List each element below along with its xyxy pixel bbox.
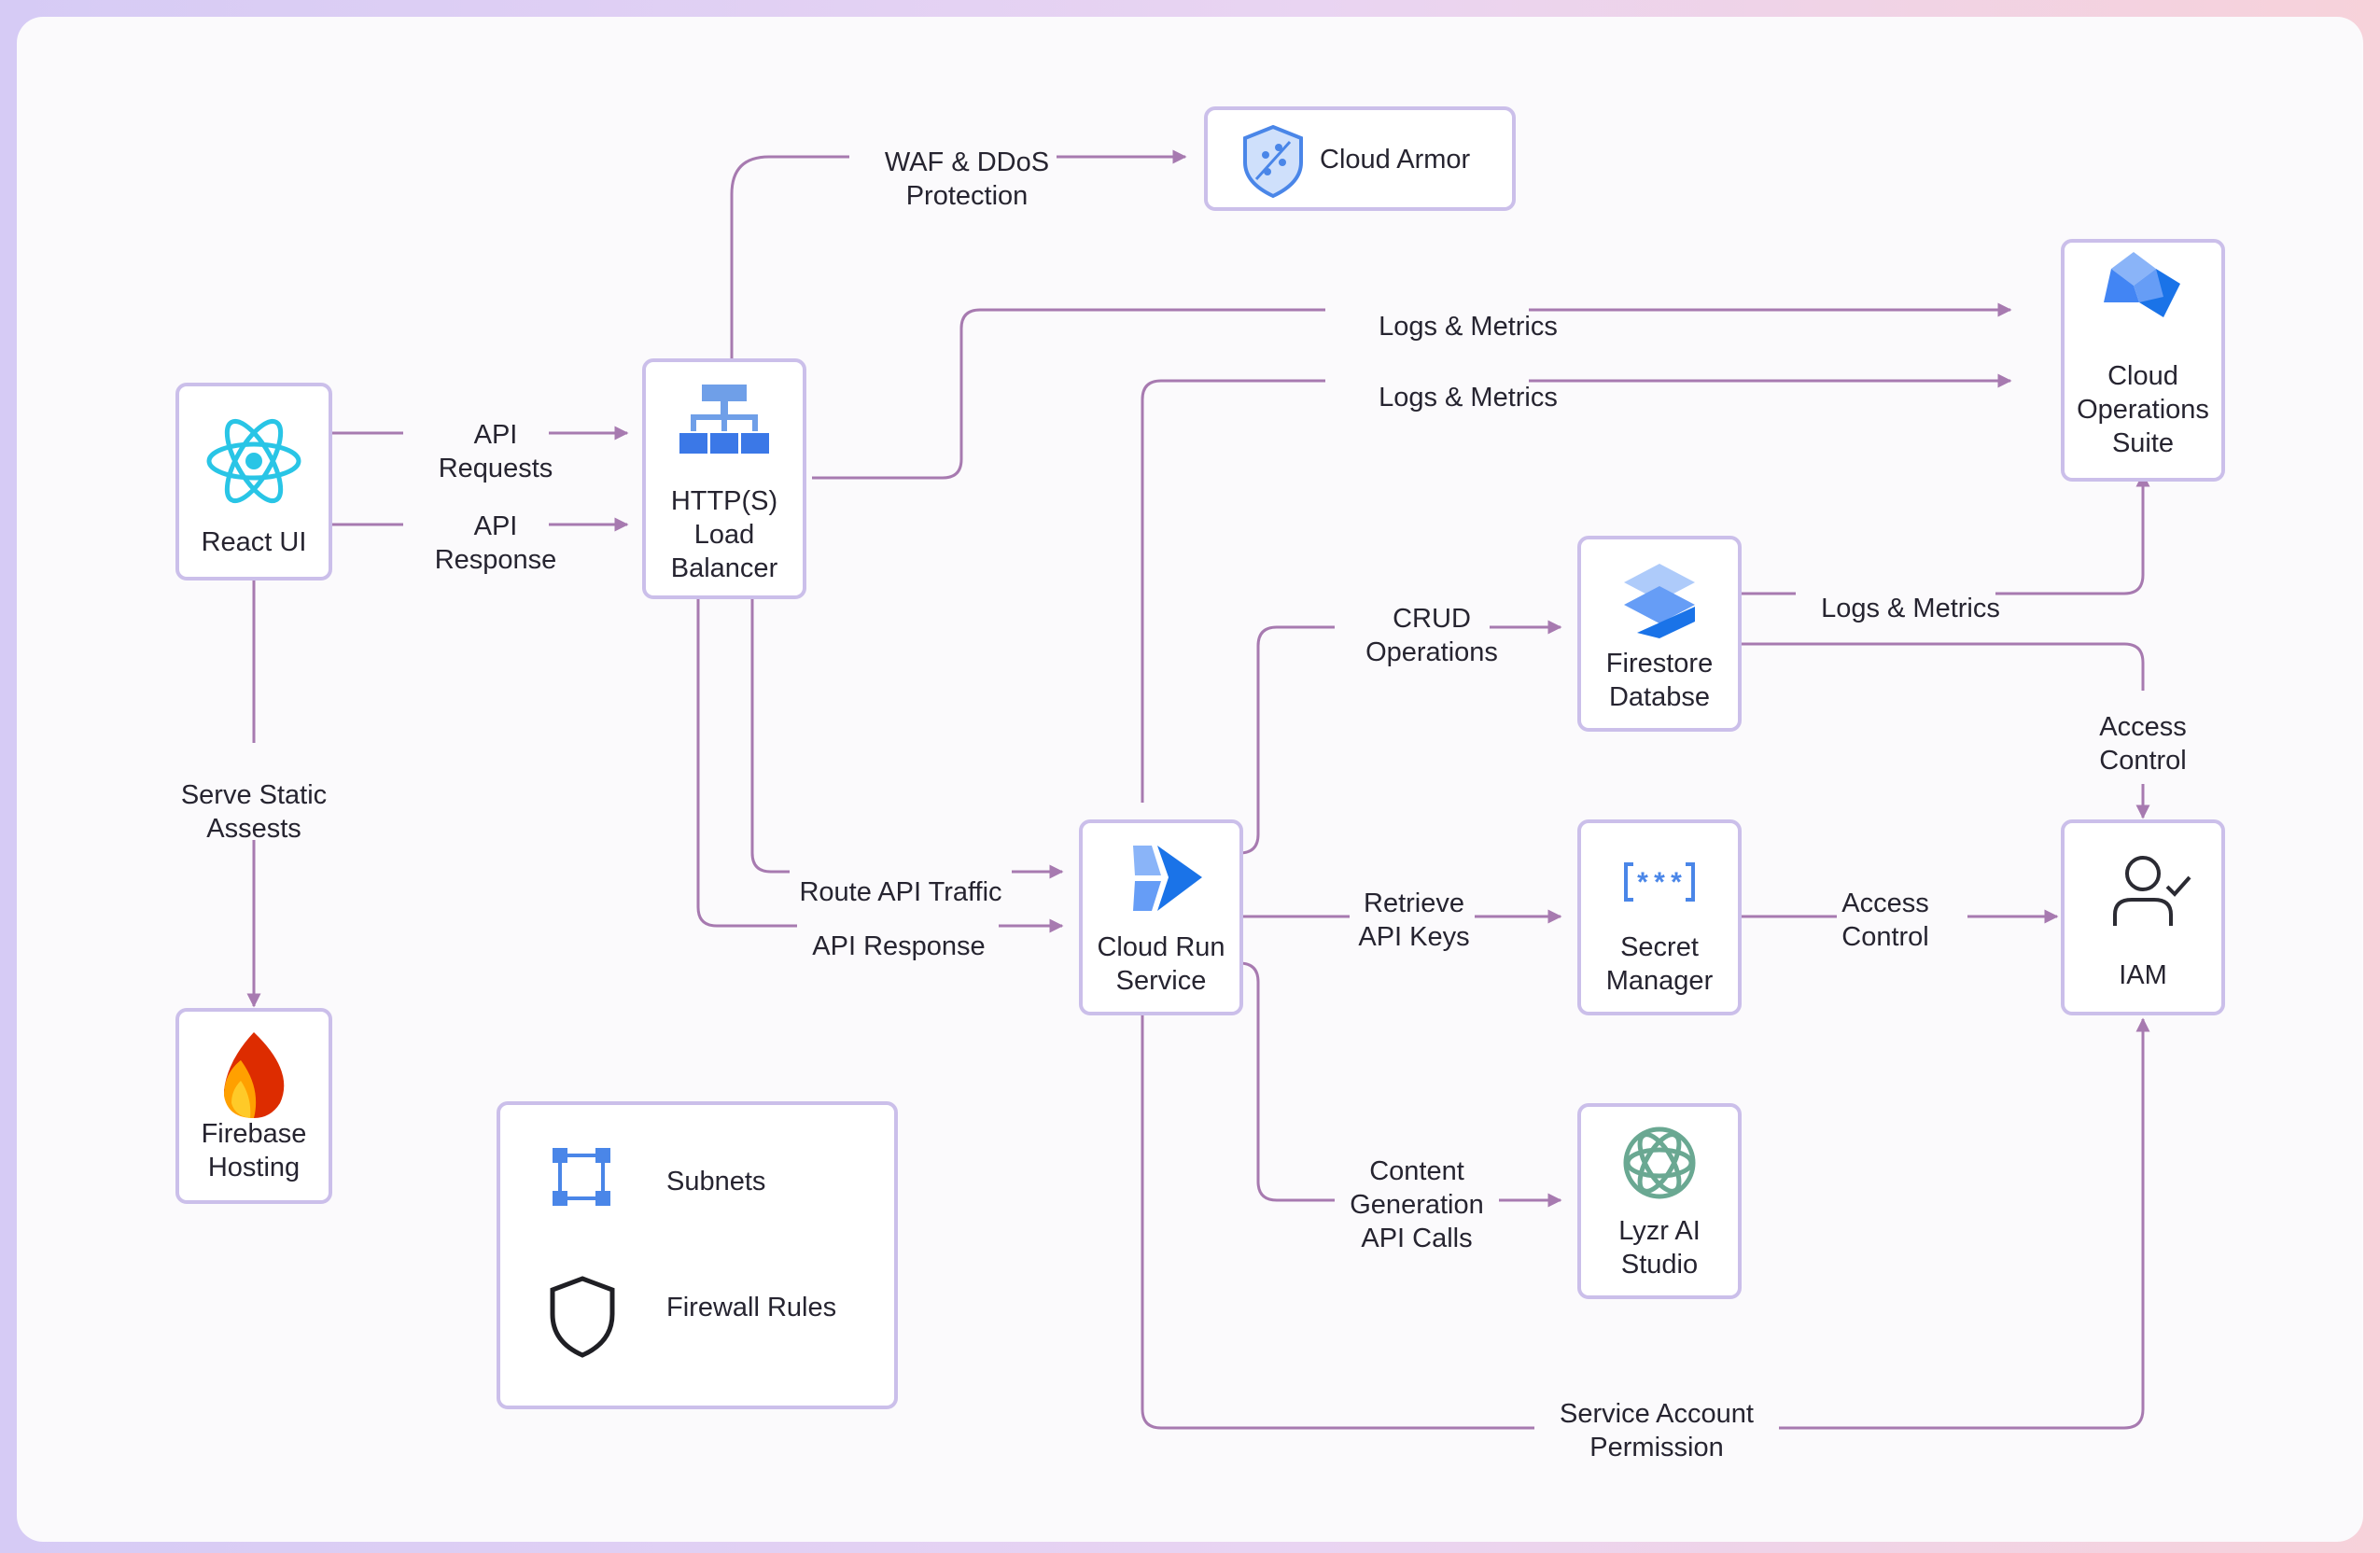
cloud-run-label-2: Service — [1116, 966, 1207, 996]
label-content-2: Generation — [1350, 1190, 1484, 1220]
secret-label-1: Secret — [1620, 932, 1699, 962]
label-crud-1: CRUD — [1393, 604, 1471, 634]
label-logs-fs: Logs & Metrics — [1821, 594, 2000, 623]
lyzr-label-2: Studio — [1621, 1250, 1698, 1280]
ops-label-1: Cloud — [2107, 361, 2178, 391]
label-api-requests-2: Requests — [439, 454, 553, 483]
label-crud-2: Operations — [1365, 637, 1498, 667]
secret-icon — [1624, 862, 1695, 902]
cloud-run-icon — [1133, 846, 1202, 911]
edge-run-crud — [1225, 625, 1335, 855]
label-logs-lb: Logs & Metrics — [1379, 312, 1558, 342]
label-retrieve-1: Retrieve — [1364, 888, 1464, 918]
cube-icon — [2104, 252, 2180, 317]
legend-subnets-label: Subnets — [666, 1167, 765, 1196]
legend-firewall-label: Firewall Rules — [666, 1293, 836, 1322]
cloud-armor-label: Cloud Armor — [1320, 145, 1471, 175]
ops-label-2: Operations — [2077, 395, 2209, 425]
react-icon — [206, 418, 301, 504]
load-balancer-icon — [679, 385, 769, 454]
iam-label: IAM — [2119, 960, 2167, 990]
node-firebase[interactable]: Firebase Hosting — [175, 1008, 332, 1204]
node-load-balancer[interactable]: HTTP(S) Load Balancer — [642, 358, 806, 599]
label-access-sm-1: Access — [1841, 888, 1928, 918]
cloud-run-label-1: Cloud Run — [1097, 932, 1225, 962]
lyzr-label-1: Lyzr AI — [1618, 1216, 1701, 1246]
node-cloud-run[interactable]: Cloud Run Service — [1079, 819, 1243, 1015]
node-cloud-armor[interactable]: Cloud Armor — [1204, 106, 1516, 211]
edge-service-iam — [1779, 1017, 2150, 1430]
node-secret-manager[interactable]: *** Secret Manager — [1577, 819, 1742, 1015]
firebase-label-1: Firebase — [202, 1119, 307, 1149]
node-iam[interactable]: IAM — [2061, 819, 2225, 1015]
firestore-label-2: Databse — [1609, 682, 1710, 712]
edge-lb-logs — [812, 308, 1325, 480]
label-content-1: Content — [1369, 1156, 1464, 1186]
label-access-fs-2: Control — [2099, 746, 2187, 776]
secret-icon-stars: *** — [1634, 870, 1685, 902]
label-service-1: Service Account — [1560, 1399, 1754, 1429]
edge-lb-apires — [696, 599, 797, 928]
legend: Subnets Firewall Rules — [497, 1101, 898, 1409]
firebase-label-2: Hosting — [208, 1153, 300, 1182]
openai-knot-icon — [1623, 1126, 1696, 1199]
label-route-api: Route API Traffic — [799, 877, 1001, 907]
edges — [246, 149, 2150, 1430]
secret-label-2: Manager — [1606, 966, 1714, 996]
edge-lb-waf — [730, 155, 849, 358]
label-api-response-1: API — [474, 511, 518, 541]
firestore-label-1: Firestore — [1606, 649, 1713, 679]
subnets-icon — [553, 1148, 610, 1206]
label-api-requests-1: API — [474, 420, 518, 450]
react-ui-label: React UI — [202, 527, 307, 557]
label-service-2: Permission — [1589, 1433, 1723, 1462]
label-waf-line1: WAF & DDoS — [885, 147, 1049, 177]
label-content-3: API Calls — [1361, 1224, 1472, 1253]
shield-outline-icon — [550, 1276, 615, 1358]
user-check-icon — [2113, 856, 2191, 926]
label-retrieve-2: API Keys — [1358, 922, 1469, 952]
edge-fs-access — [1725, 642, 2145, 691]
edge-labels: WAF & DDoS Protection Logs & Metrics Log… — [181, 147, 2187, 1462]
node-react-ui[interactable]: React UI — [175, 383, 332, 581]
architecture-diagram: WAF & DDoS Protection Logs & Metrics Log… — [175, 106, 2225, 1462]
edge-lb-route — [750, 599, 790, 874]
node-firestore[interactable]: Firestore Databse — [1577, 536, 1742, 732]
flame-icon — [224, 1032, 285, 1118]
lb-label-3: Balancer — [671, 553, 778, 583]
edge-run-service — [1141, 1015, 1534, 1430]
lb-label-2: Load — [694, 520, 755, 550]
node-cloud-ops[interactable]: Cloud Operations Suite — [2061, 239, 2225, 482]
edge-logs-ops-3 — [1995, 472, 2150, 595]
label-serve-1: Serve Static — [181, 780, 327, 810]
firestore-icon — [1624, 564, 1695, 638]
shield-icon — [1243, 124, 1303, 199]
label-api-response-bottom: API Response — [812, 931, 985, 961]
node-lyzr[interactable]: Lyzr AI Studio — [1577, 1103, 1742, 1299]
label-serve-2: Assests — [206, 814, 301, 844]
diagram-canvas: WAF & DDoS Protection Logs & Metrics Log… — [17, 17, 2363, 1542]
label-api-response-2: Response — [435, 545, 557, 575]
label-access-sm-2: Control — [1841, 922, 1929, 952]
label-waf-line2: Protection — [906, 181, 1029, 211]
label-logs-run: Logs & Metrics — [1379, 383, 1558, 413]
edge-run-content — [1225, 961, 1335, 1202]
ops-label-3: Suite — [2112, 428, 2174, 458]
label-access-fs-1: Access — [2099, 712, 2186, 742]
lb-label-1: HTTP(S) — [671, 486, 777, 516]
edge-run-logs — [1141, 379, 1325, 803]
